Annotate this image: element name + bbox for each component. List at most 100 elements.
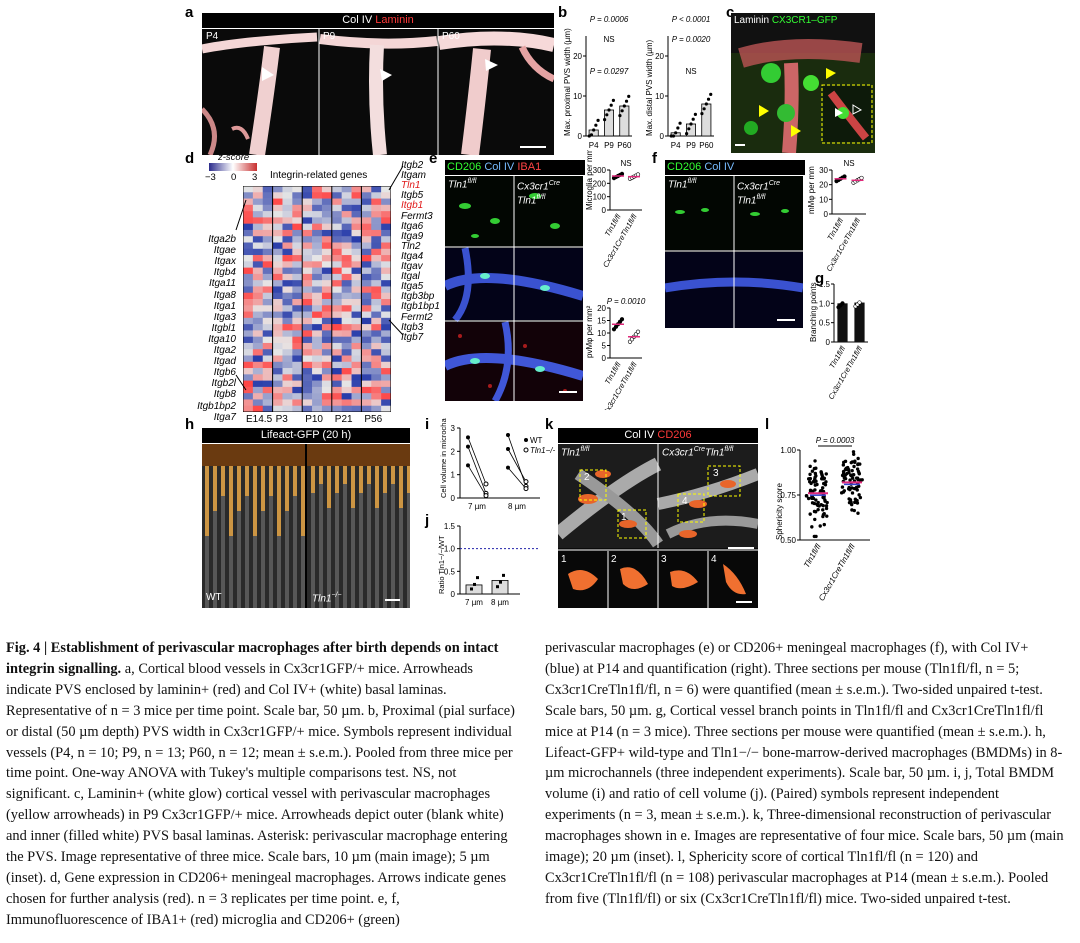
- heatmap-cell: [243, 211, 254, 218]
- heatmap-cell: [341, 267, 352, 275]
- heatmap-cell: [371, 374, 382, 381]
- x-tick-label: P9: [604, 141, 614, 150]
- heatmap-cell: [292, 380, 303, 388]
- heatmap-cell: [282, 368, 293, 375]
- microchannel: [359, 466, 363, 608]
- heatmap-cell: [351, 273, 362, 281]
- heatmap-cell: [321, 330, 333, 337]
- heatmap-cell: [312, 198, 323, 206]
- microchannel: [351, 466, 355, 608]
- f-right-sup2: fl/fl: [756, 194, 766, 202]
- heatmap-cell: [262, 292, 273, 300]
- heatmap-cell: [292, 192, 303, 199]
- heatmap-cell: [243, 330, 254, 337]
- heatmap-cell: [302, 349, 313, 356]
- gene-label: Fermt3: [401, 210, 433, 222]
- heatmap-cell: [252, 236, 264, 243]
- heatmap-cell: [371, 330, 382, 337]
- heatmap-cell: [341, 386, 352, 394]
- heatmap-cell: [272, 211, 283, 218]
- point: [808, 476, 813, 481]
- heatmap-cell: [341, 217, 352, 224]
- legend-wt-marker: [524, 438, 528, 442]
- y-tick-label: 20: [573, 52, 582, 61]
- k-box-label-4: 4: [682, 496, 688, 507]
- heatmap-cell: [243, 305, 254, 312]
- heatmap-cell: [381, 242, 391, 250]
- x-tick-label: 8 µm: [491, 598, 509, 607]
- heatmap-cell: [371, 399, 382, 407]
- heatmap-cell: [262, 380, 273, 388]
- heatmap-cell: [361, 399, 372, 407]
- heatmap-cell: [282, 273, 293, 281]
- gene-label: Itga2: [213, 345, 236, 356]
- point: [808, 512, 812, 516]
- heatmap-cell: [381, 311, 391, 319]
- heatmap-cell: [381, 248, 391, 256]
- heatmap-cell: [302, 336, 313, 344]
- point: [849, 473, 853, 477]
- heatmap-cell: [282, 261, 293, 268]
- y-tick-label: 1.00: [780, 446, 796, 455]
- point: [821, 514, 825, 519]
- heatmap-cell: [262, 267, 273, 275]
- heatmap-cell: [331, 186, 342, 193]
- heatmap-cell: [321, 292, 333, 300]
- heatmap-cell: [371, 255, 382, 262]
- y-tick-label: 1.5: [819, 280, 831, 289]
- k-right-label: Cx3cr1CreTln1fl/fl: [662, 446, 733, 458]
- heatmap-cell: [331, 336, 342, 344]
- y-tick-label: 20: [819, 181, 828, 190]
- heatmap-cell: [272, 386, 283, 394]
- point: [821, 508, 825, 512]
- heatmap-cell: [302, 255, 313, 262]
- microchannel: [261, 466, 265, 608]
- heatmap-cell: [371, 305, 382, 312]
- ko-point: [523, 479, 529, 485]
- point: [470, 587, 473, 591]
- point: [856, 456, 860, 461]
- heatmap-cell: [302, 399, 313, 407]
- x-tick-label: P60: [617, 141, 632, 150]
- heatmap-cell: [361, 192, 372, 199]
- microchannel: [221, 466, 225, 608]
- heatmap-cell: [292, 261, 303, 268]
- heatmap-cell: [302, 386, 313, 394]
- legend-ko-marker: [523, 447, 529, 453]
- heatmap-cell: [292, 217, 303, 224]
- y-tick-label: 0: [602, 354, 607, 363]
- point: [818, 524, 822, 528]
- gene-label: Fermt2: [401, 311, 433, 323]
- heatmap-cell: [381, 380, 391, 388]
- heatmap-cell: [262, 399, 273, 407]
- heatmap-cell: [361, 267, 372, 275]
- k-box-label-1: 1: [621, 512, 627, 523]
- heatmap-cell: [381, 299, 391, 306]
- heatmap-cell: [341, 399, 352, 407]
- heatmap-cell: [292, 248, 303, 256]
- gene-label: Itgb3: [401, 321, 424, 333]
- heatmap-cell: [351, 368, 362, 375]
- point: [856, 511, 860, 515]
- heatmap-cell: [351, 255, 362, 262]
- heatmap-cell: [292, 305, 303, 312]
- heatmap-cell: [321, 217, 333, 224]
- heatmap-cell: [262, 236, 273, 243]
- heatmap-cell: [381, 355, 391, 363]
- heatmap-cell: [272, 280, 283, 287]
- heatmap-cell: [321, 280, 333, 287]
- heatmap-cell: [252, 261, 264, 268]
- point: [845, 471, 849, 476]
- wt-point: [506, 433, 510, 437]
- heatmap-cell: [321, 286, 333, 294]
- heatmap-cell: [361, 242, 372, 250]
- k-inset-label-2: 2: [611, 554, 617, 565]
- heatmap-cell: [282, 299, 293, 306]
- y-tick-label: 100: [593, 193, 607, 202]
- y-axis-label: Max. distal PVS width (µm): [645, 39, 654, 136]
- heatmap-cell: [371, 236, 382, 243]
- heatmap-cell: [321, 211, 333, 218]
- heatmap-cell: [341, 374, 352, 381]
- heatmap-cell: [292, 355, 303, 363]
